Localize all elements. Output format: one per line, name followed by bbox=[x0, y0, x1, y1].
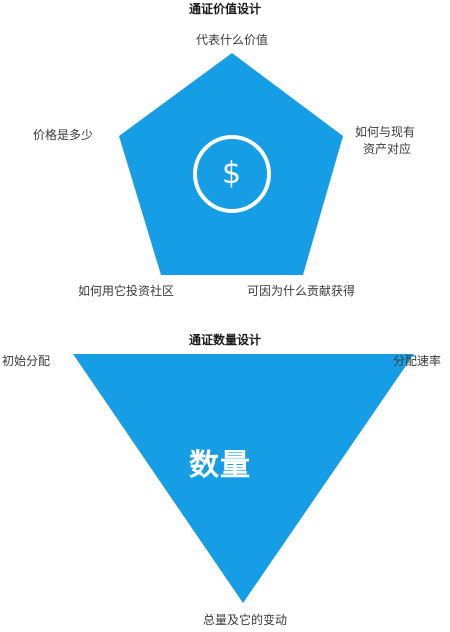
label-earn-by-contribution: 可因为什么贡献获得 bbox=[247, 284, 356, 298]
dollar-circle bbox=[193, 135, 271, 213]
label-allocation-rate: 分配速率 bbox=[393, 354, 442, 368]
label-total-and-change: 总量及它的变动 bbox=[202, 613, 287, 627]
value-pentagon bbox=[119, 53, 343, 275]
label-asset-mapping-line1: 如何与现有 bbox=[355, 125, 416, 139]
quantity-text: 数量 bbox=[189, 448, 251, 483]
triangle-title: 通证数量设计 bbox=[188, 333, 261, 347]
label-asset-mapping-line2: 资产对应 bbox=[363, 142, 412, 156]
dollar-icon: $ bbox=[221, 156, 243, 191]
label-price: 价格是多少 bbox=[33, 128, 94, 142]
label-what-value: 代表什么价值 bbox=[195, 33, 268, 47]
pentagon-title: 通证价值设计 bbox=[188, 2, 261, 16]
label-invest-community: 如何用它投资社区 bbox=[78, 284, 175, 298]
quantity-triangle bbox=[73, 354, 414, 603]
label-initial-allocation: 初始分配 bbox=[2, 354, 51, 368]
